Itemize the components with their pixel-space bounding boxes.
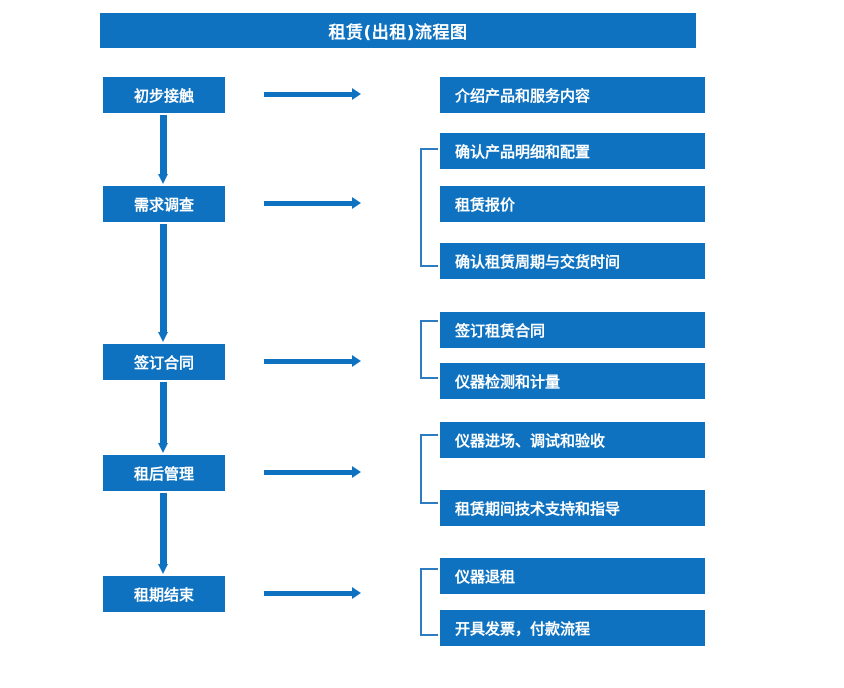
connector-arrow-right-2 [264,197,361,210]
connector-arrow-right-5 [264,587,361,600]
arrow-shaft [160,224,167,333]
arrowhead-right-icon [352,197,361,209]
arrowhead-down-icon [158,174,168,184]
connector-arrow-right-1 [264,88,361,101]
arrow-shaft [264,92,353,97]
group-bracket-requirements [420,148,438,267]
stage-box-1[interactable]: 初步接触 [103,77,225,113]
group-bracket-end-of-term [420,568,438,636]
arrowhead-right-icon [352,355,361,367]
detail-box-7[interactable]: 仪器进场、调试和验收 [440,422,705,458]
detail-box-6[interactable]: 仪器检测和计量 [440,363,705,399]
stage-box-5[interactable]: 租期结束 [103,576,225,612]
detail-box-2[interactable]: 确认产品明细和配置 [440,133,705,169]
arrow-shaft [160,493,167,565]
connector-arrow-down-3 [158,382,169,453]
arrow-shaft [160,115,167,175]
detail-box-10[interactable]: 开具发票，付款流程 [440,610,705,646]
arrowhead-right-icon [352,587,361,599]
arrow-shaft [160,382,167,444]
stage-box-2[interactable]: 需求调查 [103,186,225,222]
group-bracket-post-rental [420,434,438,504]
arrowhead-down-icon [158,564,168,574]
group-bracket-contract [420,320,438,379]
connector-arrow-right-3 [264,355,361,368]
connector-arrow-down-1 [158,115,169,184]
arrow-shaft [264,591,353,596]
arrow-shaft [264,359,353,364]
stage-box-3[interactable]: 签订合同 [103,344,225,380]
connector-arrow-right-4 [264,466,361,479]
detail-box-4[interactable]: 确认租赁周期与交货时间 [440,243,705,279]
stage-box-4[interactable]: 租后管理 [103,455,225,491]
arrowhead-right-icon [352,466,361,478]
connector-arrow-down-2 [158,224,169,342]
detail-box-9[interactable]: 仪器退租 [440,558,705,594]
chart-title: 租赁(出租)流程图 [100,13,696,48]
detail-box-8[interactable]: 租赁期间技术支持和指导 [440,490,705,526]
connector-arrow-down-4 [158,493,169,574]
detail-box-1[interactable]: 介绍产品和服务内容 [440,77,705,113]
detail-box-3[interactable]: 租赁报价 [440,186,705,222]
arrow-shaft [264,470,353,475]
arrowhead-down-icon [158,443,168,453]
detail-box-5[interactable]: 签订租赁合同 [440,312,705,348]
arrowhead-right-icon [352,88,361,100]
arrowhead-down-icon [158,332,168,342]
arrow-shaft [264,201,353,206]
